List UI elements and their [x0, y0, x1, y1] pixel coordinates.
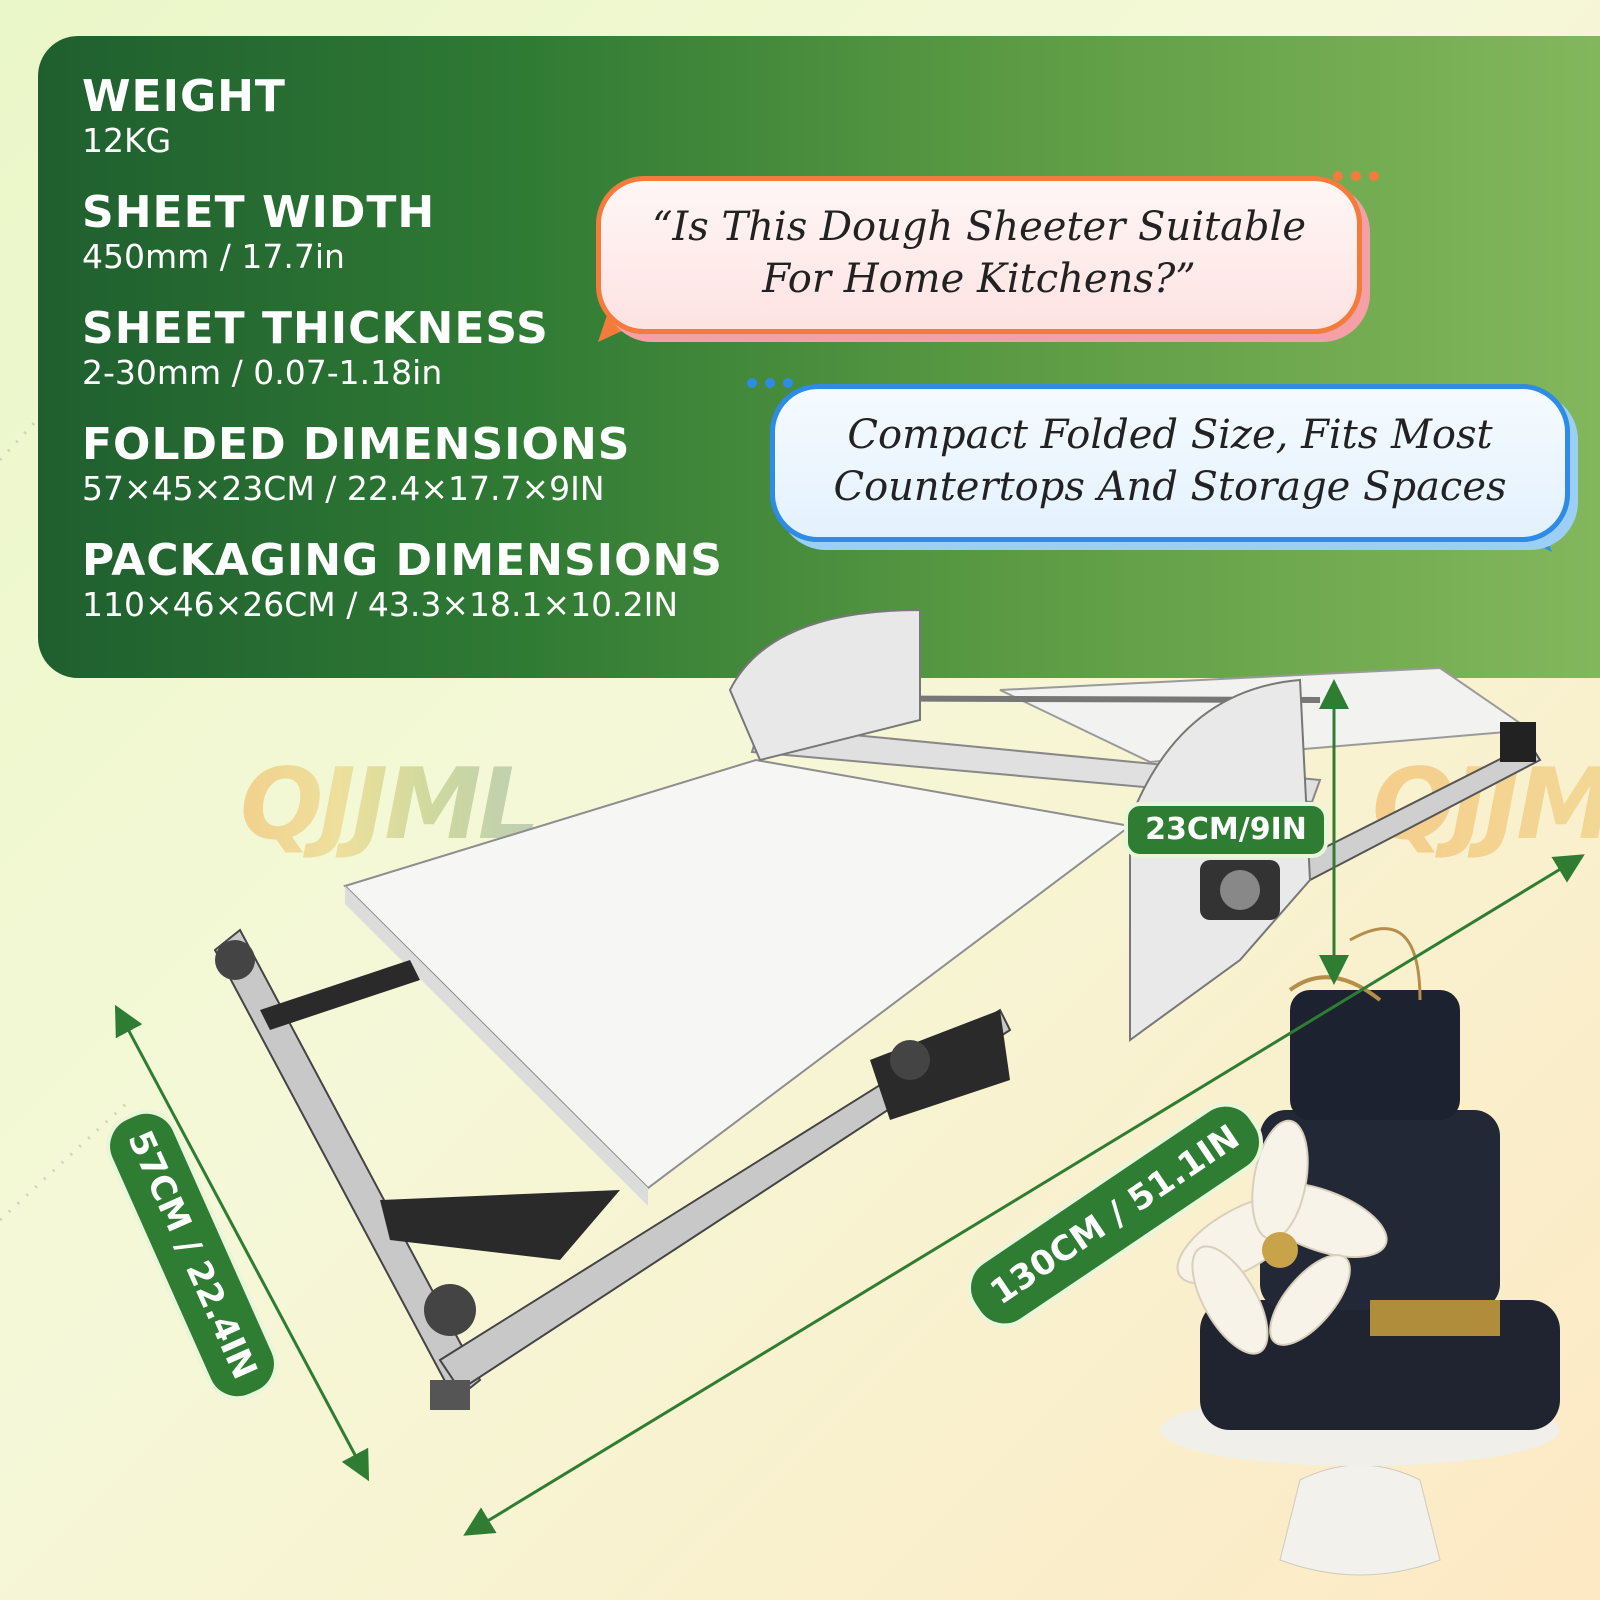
spec-label: FOLDED DIMENSIONS [82, 419, 631, 470]
question-bubble: “Is This Dough Sheeter Suitable For Home… [596, 176, 1362, 334]
spec-value: 57×45×23CM / 22.4×17.7×9IN [82, 469, 605, 508]
spec-sheet-thickness: SHEET THICKNESS 2-30mm / 0.07-1.18in [82, 304, 549, 392]
spec-packaging-dimensions: PACKAGING DIMENSIONS 110×46×26CM / 43.3×… [82, 536, 723, 624]
spec-panel [38, 36, 1600, 678]
spec-value: 12KG [82, 121, 172, 160]
spec-value: 110×46×26CM / 43.3×18.1×10.2IN [82, 585, 679, 624]
spec-folded-dimensions: FOLDED DIMENSIONS 57×45×23CM / 22.4×17.7… [82, 420, 630, 508]
spec-label: WEIGHT [82, 71, 286, 122]
spec-value: 450mm / 17.7in [82, 237, 345, 276]
question-line-2: For Home Kitchens?” [762, 256, 1196, 302]
spec-label: SHEET THICKNESS [82, 303, 549, 354]
answer-line-2: Countertops And Storage Spaces [833, 464, 1507, 510]
spec-weight: WEIGHT 12KG [82, 72, 286, 160]
answer-line-1: Compact Folded Size, Fits Most [847, 412, 1493, 458]
height-badge-text: 23CM/9IN [1145, 812, 1307, 847]
spec-value: 2-30mm / 0.07-1.18in [82, 353, 443, 392]
spec-label: SHEET WIDTH [82, 187, 436, 238]
question-line-1: “Is This Dough Sheeter Suitable [651, 204, 1306, 250]
answer-bubble: Compact Folded Size, Fits Most Counterto… [770, 384, 1570, 542]
spec-label: PACKAGING DIMENSIONS [82, 535, 723, 586]
spec-sheet-width: SHEET WIDTH 450mm / 17.7in [82, 188, 435, 276]
height-badge: 23CM/9IN [1124, 802, 1328, 858]
